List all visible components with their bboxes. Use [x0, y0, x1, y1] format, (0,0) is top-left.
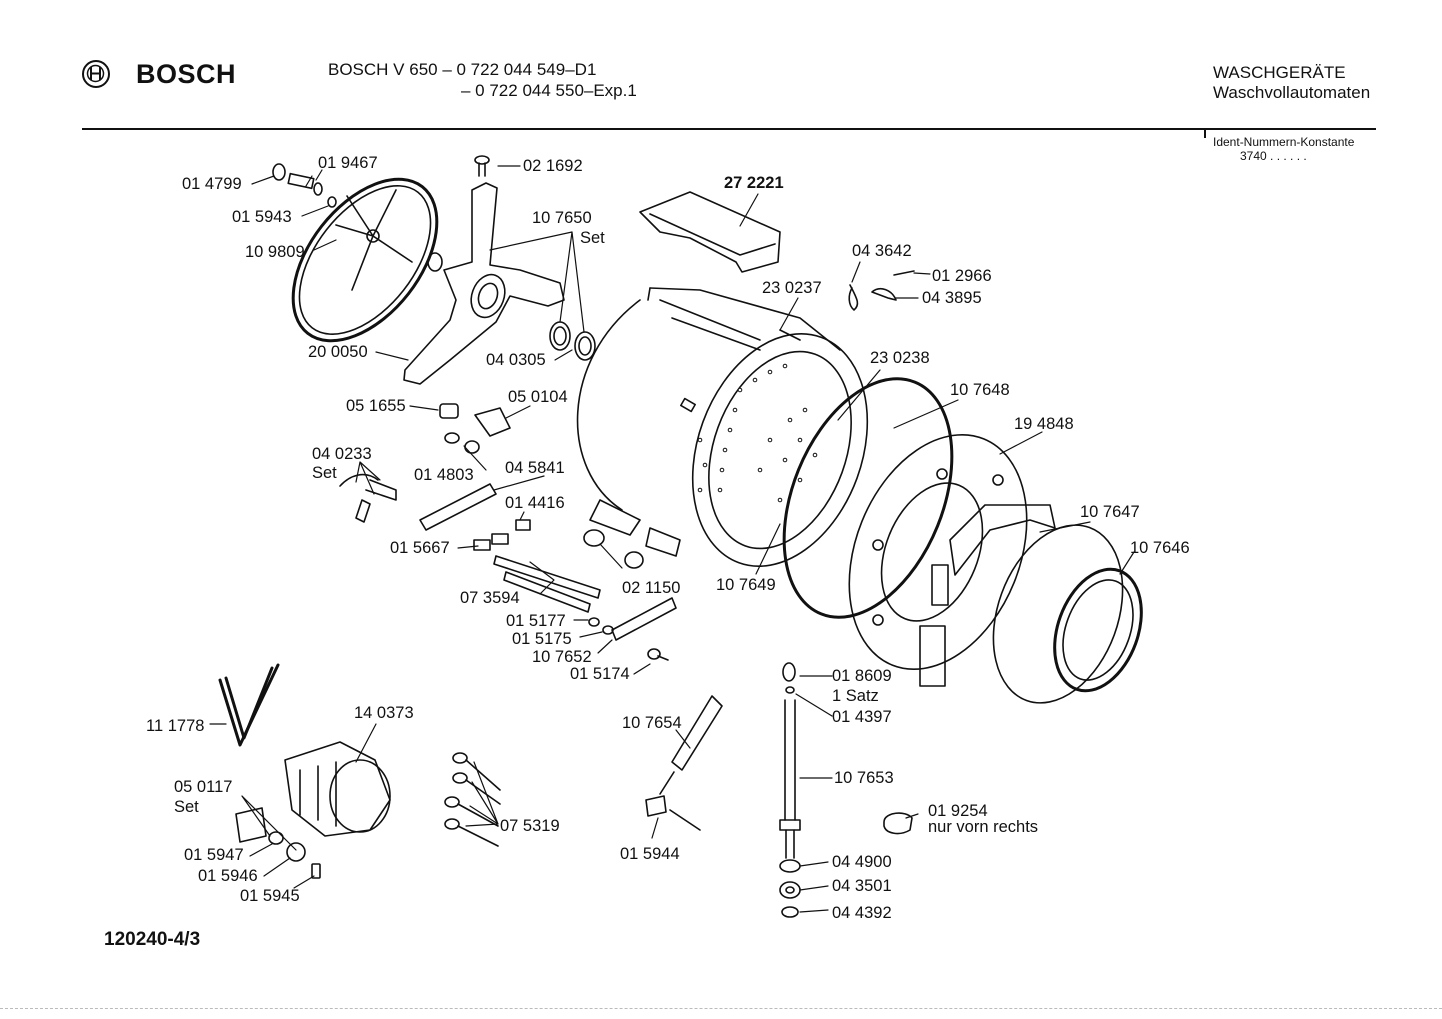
part-number-label: 01 5174	[570, 665, 630, 683]
armature-icon	[86, 64, 105, 83]
part-number-label: 10 7647	[1080, 503, 1140, 521]
strap-drawing	[493, 555, 601, 613]
brand-name: BOSCH	[136, 59, 237, 89]
part-number-label: 04 3501	[832, 877, 892, 895]
ident-label: Ident-Nummern-Konstante	[1213, 135, 1355, 149]
weight-strip-drawing	[419, 483, 497, 531]
part-set-label: Set	[312, 464, 337, 482]
scan-edge	[0, 1008, 1442, 1010]
part-number-label: 01 4397	[832, 708, 892, 726]
seal-ring-drawing	[782, 377, 954, 619]
damper-pin-drawing	[444, 752, 501, 847]
part-number-label: 01 9467	[318, 154, 378, 172]
bearing-drawing	[549, 321, 596, 361]
header-tick	[1204, 128, 1206, 138]
part-number-label: 23 0237	[762, 279, 822, 297]
part-number-label: 10 7653	[834, 769, 894, 787]
part-set-label: Set	[580, 229, 605, 247]
part-number-label: 10 7652	[532, 648, 592, 666]
support-rod-drawing	[779, 662, 801, 859]
part-number-label: 11 1778	[146, 717, 205, 735]
foot-drawing	[583, 529, 644, 569]
drive-belt-drawing	[218, 663, 280, 747]
part-number-label: 01 5944	[620, 845, 680, 863]
part-number-label: 07 3594	[460, 589, 520, 607]
pulley-drawing	[291, 177, 439, 343]
part-number-label: 23 0238	[870, 349, 930, 367]
motor-drawing	[284, 741, 391, 837]
washer-drawing	[588, 617, 669, 661]
part-number-label: 04 0233	[312, 445, 372, 463]
part-number-label: 10 9809	[245, 243, 305, 261]
part-number-label: 05 1655	[346, 397, 406, 415]
door-gasket-drawing	[992, 524, 1143, 704]
screw-drawing	[474, 155, 490, 177]
part-number-label: 02 1692	[523, 157, 583, 175]
part-number-label: 27 2221	[724, 174, 784, 192]
part-number-label: 01 5667	[390, 539, 450, 557]
part-number-label: 01 2966	[932, 267, 992, 285]
tub-drawing	[576, 287, 869, 567]
part-number-label: 04 3642	[852, 242, 912, 260]
bosch-logo	[82, 60, 110, 88]
part-number-label: 04 3895	[922, 289, 982, 307]
part-number-label: 07 5319	[500, 817, 560, 835]
part-number-label: 04 0305	[486, 351, 546, 369]
model-line-1: BOSCH V 650 – 0 722 044 549–D1	[328, 60, 597, 79]
drum-perforations	[697, 363, 818, 503]
part-number-label: 05 0117	[174, 778, 233, 796]
weight-strip-drawing-2	[611, 597, 677, 641]
pad-drawing	[883, 812, 913, 835]
drum-spider-drawing	[403, 182, 565, 385]
part-number-label: 10 7654	[622, 714, 682, 732]
part-number-label: 01 5175	[512, 630, 572, 648]
mounting-bracket-drawing	[919, 504, 1056, 687]
part-number-label: 01 4799	[182, 175, 242, 193]
part-number-label: 14 0373	[354, 704, 414, 722]
part-number-label: 10 7646	[1130, 539, 1190, 557]
part-number-label: 10 7650	[532, 209, 592, 227]
part-note-label: nur vorn rechts	[928, 818, 1039, 836]
motor-mount-drawing	[235, 807, 321, 879]
part-number-label: 01 5943	[232, 208, 292, 226]
part-set-label: Set	[174, 798, 199, 816]
front-plate-drawing	[848, 433, 1028, 671]
leader-lines	[209, 165, 1135, 913]
part-number-label: 01 4803	[414, 466, 474, 484]
part-number-label: 01 5177	[506, 612, 566, 630]
part-number-label: 20 0050	[308, 343, 368, 361]
part-number-label: 01 5945	[240, 887, 300, 905]
part-number-label: 01 8609	[832, 667, 892, 685]
sensor-drawing	[439, 403, 511, 454]
pulley-bolt-drawing	[272, 163, 337, 208]
part-number-label: 01 4416	[505, 494, 565, 512]
spacer-drawing	[473, 519, 531, 551]
part-number-label: 04 4392	[832, 904, 892, 922]
part-number-label: 19 4848	[1014, 415, 1074, 433]
part-number-label: 04 4900	[832, 853, 892, 871]
category-title: WASCHGERÄTE	[1213, 63, 1346, 82]
cover-plate-drawing	[639, 191, 781, 273]
header-rule	[82, 128, 1376, 130]
category-subtitle: Waschvollautomaten	[1213, 83, 1371, 102]
drawing-number: 120240-4/3	[104, 929, 201, 950]
ident-value: 3740 . . . . . .	[1240, 149, 1307, 163]
part-number-label: 04 5841	[505, 459, 565, 477]
part-number-label: 01 9254	[928, 802, 988, 820]
part-number-label: 05 0104	[508, 388, 568, 406]
part-number-label: 10 7648	[950, 381, 1010, 399]
part-number-label: 01 5947	[184, 846, 244, 864]
part-number-label: 10 7649	[716, 576, 776, 594]
part-number-label: 01 5946	[198, 867, 258, 885]
clip-drawing	[848, 270, 915, 311]
part-quantity-label: 1 Satz	[832, 687, 879, 705]
base-washers-drawing	[779, 859, 801, 918]
part-number-label: 02 1150	[622, 579, 681, 597]
model-line-2: – 0 722 044 550–Exp.1	[461, 81, 637, 100]
shock-absorber-drawing	[645, 695, 723, 831]
